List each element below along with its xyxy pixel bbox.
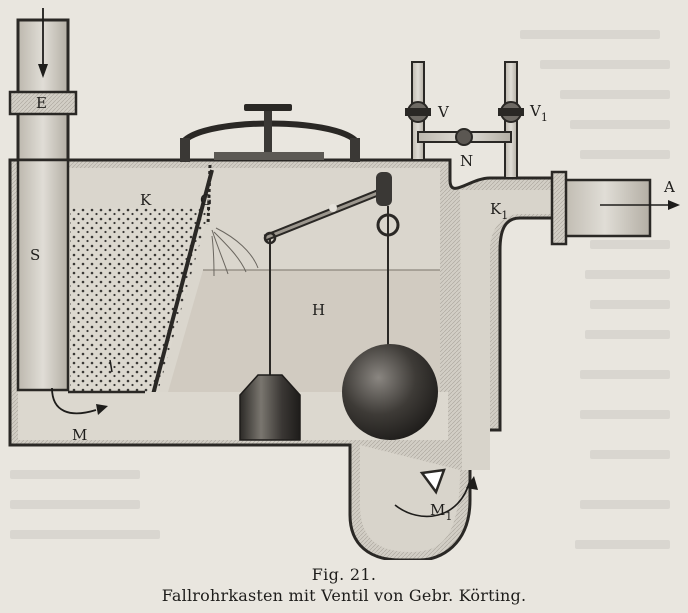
label-h: H [312,301,325,319]
outlet-pipe-a [550,170,680,246]
label-k: K [140,191,152,209]
connector-n [455,128,473,146]
label-e: E [36,94,47,112]
label-a: A [663,178,675,196]
figure-caption: Fallrohrkasten mit Ventil von Gebr. Kört… [161,586,527,605]
flow-arrow-m [51,387,97,415]
ball-float [342,344,438,440]
label-g: G [200,191,212,209]
figure-number: Fig. 21. [311,565,377,584]
divider-wall [143,169,214,426]
label-s: S [30,246,40,264]
label-v1: V1 [529,102,548,124]
label-n: N [460,152,473,170]
outlet-chamber-k1 [460,190,560,470]
lid-clamp [180,104,360,162]
inlet-pipe-e [8,8,78,162]
fallrohrkasten-diagram: E S K G H M V V1 N K1 A M1 [8,8,680,560]
bell-weight [239,374,301,441]
deflector [419,468,446,495]
float-mechanism [211,172,438,441]
grate-g [206,164,212,226]
filter-chamber-k [70,208,210,420]
channel-s [16,158,70,392]
label-k1: K1 [490,200,508,222]
screw-handle [244,104,292,111]
valve-assembly [405,61,524,179]
label-v: V [437,103,450,121]
label-m1: M1 [430,501,452,523]
label-m: M [72,426,87,444]
flow-arrow-m1 [394,479,471,518]
